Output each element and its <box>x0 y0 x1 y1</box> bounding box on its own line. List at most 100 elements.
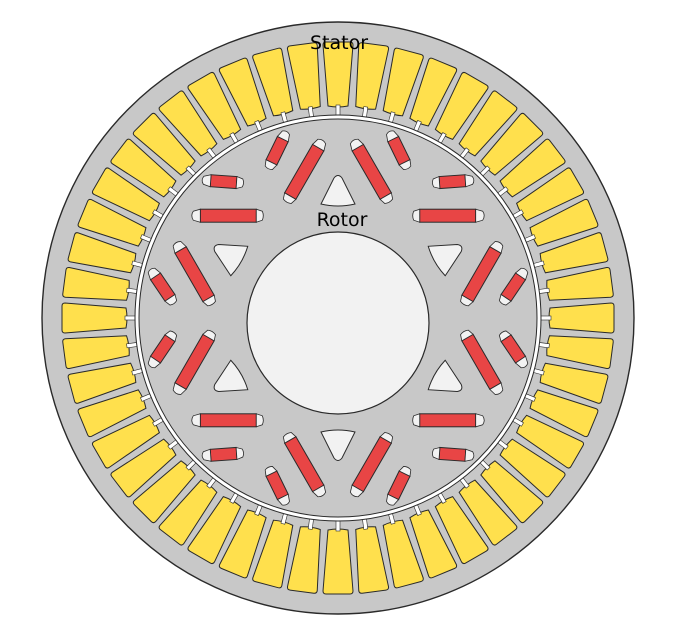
permanent-magnet <box>419 413 477 428</box>
vent-hole-shape <box>213 244 249 277</box>
flux-barrier <box>255 208 264 223</box>
magnet-assembly <box>201 174 244 190</box>
magnet-assembly <box>412 413 485 428</box>
magnet-assembly <box>386 466 412 506</box>
flux-barrier <box>432 175 441 190</box>
stator-slot <box>539 302 615 334</box>
stator-slot <box>91 414 165 469</box>
flux-barrier <box>412 413 421 428</box>
magnet-assembly <box>191 413 264 428</box>
flux-barrier <box>276 130 290 143</box>
magnet-assembly <box>349 138 394 204</box>
magnet-assembly <box>282 138 327 204</box>
permanent-magnet <box>199 413 257 428</box>
vent-hole-shape <box>213 359 249 392</box>
magnet-assembly <box>191 208 264 223</box>
stator-slot <box>286 42 321 119</box>
slot-opening <box>335 104 341 117</box>
stator-slot <box>511 414 585 469</box>
magnet-assembly <box>201 446 244 462</box>
flux-barrier <box>202 294 216 307</box>
stator-slot <box>132 112 198 178</box>
winding-slot <box>548 302 615 334</box>
rotor-poles <box>147 130 529 506</box>
rotor-vent-hole <box>320 175 356 207</box>
flux-barrier <box>147 355 162 369</box>
stator-slot <box>382 47 424 124</box>
flux-barrier <box>311 484 327 498</box>
rotor-vent-hole <box>213 359 249 392</box>
stator-slot <box>91 167 165 222</box>
flux-barrier <box>398 159 412 170</box>
stator-slot <box>62 266 139 301</box>
permanent-magnet <box>419 208 477 223</box>
rotor-pole <box>147 241 216 395</box>
flux-barrier <box>147 267 162 281</box>
magnet-assembly <box>264 466 290 506</box>
flux-barrier <box>489 241 504 254</box>
rotor-vent-hole <box>427 244 463 277</box>
flux-barrier <box>235 446 244 461</box>
flux-barrier <box>349 138 365 152</box>
rotor-label: Rotor <box>317 209 368 231</box>
flux-barrier <box>432 446 441 461</box>
magnet-assembly <box>432 446 475 462</box>
rotor-pole <box>191 413 327 506</box>
permanent-magnet <box>438 446 467 462</box>
rotor-vent-hole <box>213 244 249 277</box>
stator-slot <box>478 112 544 178</box>
rotor-vent-hole <box>320 429 356 461</box>
flux-barrier <box>172 241 187 254</box>
permanent-magnet <box>199 208 257 223</box>
stator-slot <box>458 90 518 160</box>
flux-barrier <box>386 130 400 143</box>
stator-slot <box>67 362 144 404</box>
magnet-assembly <box>432 174 475 190</box>
flux-barrier <box>412 208 421 223</box>
magnet-assembly <box>460 329 504 395</box>
flux-barrier <box>255 413 264 428</box>
flux-barrier <box>201 448 212 462</box>
magnet-assembly <box>498 267 529 306</box>
flux-barrier <box>398 466 412 477</box>
stator-slot <box>61 302 137 334</box>
vent-hole-shape <box>427 244 463 277</box>
flux-barrier <box>464 448 475 462</box>
flux-barrier <box>349 484 365 498</box>
flux-barrier <box>264 466 278 477</box>
stator-slot <box>511 167 585 222</box>
flux-barrier <box>164 293 178 306</box>
rotor-pole <box>460 241 529 395</box>
magnet-assembly <box>412 208 485 223</box>
flux-barrier <box>264 159 278 170</box>
flux-barrier <box>311 138 327 152</box>
flux-barrier <box>475 413 485 428</box>
vent-hole-shape <box>427 359 463 392</box>
flux-barrier <box>514 267 529 281</box>
slot-opening <box>335 519 341 532</box>
rotor-pole <box>191 130 327 223</box>
magnet-assembly <box>498 330 529 369</box>
flux-barrier <box>164 330 178 343</box>
permanent-magnet <box>438 174 467 190</box>
flux-barrier <box>282 432 297 444</box>
stator-slot <box>434 71 489 145</box>
flux-barrier <box>460 294 474 307</box>
shaft-bore <box>246 231 430 415</box>
flux-barrier <box>489 382 504 395</box>
vent-hole-shape <box>320 175 356 207</box>
stator-slot <box>110 438 180 498</box>
magnet-assembly <box>172 241 216 307</box>
magnet-assembly <box>172 329 216 395</box>
rotor-vent-hole <box>427 359 463 392</box>
stator-slot <box>523 389 599 438</box>
flux-barrier <box>514 355 529 369</box>
magnet-assembly <box>349 432 394 498</box>
flux-barrier <box>386 493 400 506</box>
stator-slot <box>252 47 294 124</box>
flux-barrier <box>498 330 512 343</box>
slot-opening <box>124 315 137 321</box>
rotor-pole <box>349 130 485 223</box>
winding-slot <box>322 528 354 595</box>
